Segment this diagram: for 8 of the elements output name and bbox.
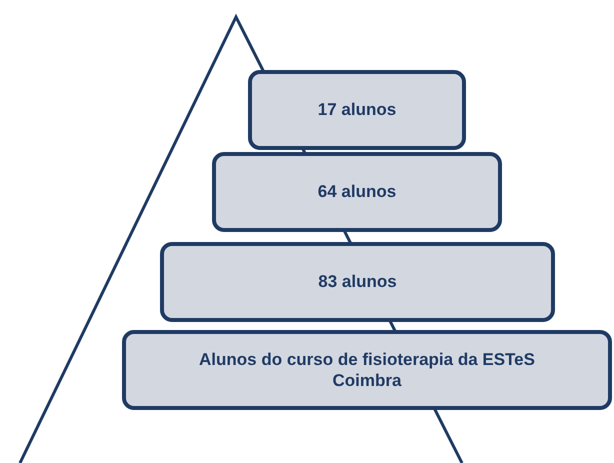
level-label: Alunos do curso de fisioterapia da ESTeS Coimbra <box>198 348 536 392</box>
level-label: 64 alunos <box>318 181 396 203</box>
level-box <box>122 330 612 410</box>
level-label: 17 alunos <box>318 99 396 121</box>
level-label: 83 alunos <box>318 271 397 293</box>
level-box <box>160 242 555 322</box>
level-box <box>212 152 502 232</box>
level-box <box>248 70 466 150</box>
